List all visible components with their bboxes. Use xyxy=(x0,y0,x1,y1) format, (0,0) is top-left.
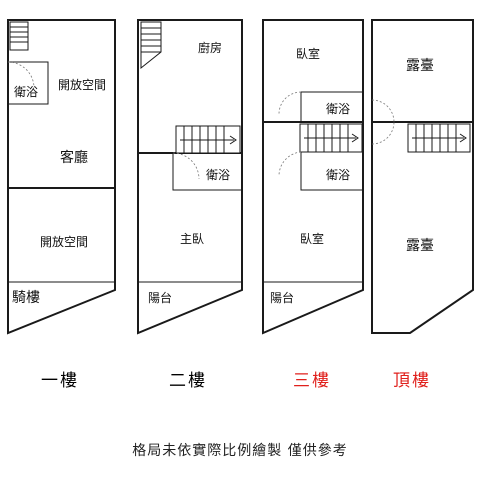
room-label-f2-balcony: 陽台 xyxy=(148,290,172,305)
room-label-f1-living: 客廳 xyxy=(60,149,88,166)
room-label-f3-balcony: 陽台 xyxy=(270,290,294,305)
room-label-f2-bath: 衛浴 xyxy=(206,168,230,182)
floor-label-1f: 一樓 xyxy=(41,371,79,391)
room-label-f2-master: 主臥 xyxy=(180,232,204,246)
room-label-f1-open-bottom: 開放空間 xyxy=(40,234,88,249)
room-label-f1-bath: 衛浴 xyxy=(14,85,38,99)
room-label-roof-terrace-bottom: 露臺 xyxy=(406,238,434,254)
floor-plan-2f: 廚房 衛浴 主臥 陽台 xyxy=(137,19,243,335)
room-label-roof-terrace-top: 露臺 xyxy=(406,58,434,74)
floor-label-2f: 二樓 xyxy=(169,371,207,391)
room-label-f3-bedroom-bottom: 臥室 xyxy=(300,231,324,246)
room-label-f1-arcade: 騎樓 xyxy=(12,290,40,306)
room-label-f3-bedroom-top: 臥室 xyxy=(296,46,320,61)
floor-label-roof: 頂樓 xyxy=(393,371,431,391)
floor-plan-1f: 衛浴 開放空間 客廳 開放空間 騎樓 xyxy=(7,19,116,335)
floor-label-3f: 三樓 xyxy=(293,371,331,391)
floor-plan-roof: 露臺 露臺 xyxy=(371,19,474,334)
footnote: 格局未依實際比例繪製 僅供參考 xyxy=(132,443,348,459)
room-label-f3-bath-mid: 衛浴 xyxy=(326,168,350,182)
room-label-f3-bath-top: 衛浴 xyxy=(326,102,350,116)
floor-plan-3f: 臥室 衛浴 衛浴 臥室 陽台 xyxy=(262,19,364,335)
room-label-f2-kitchen: 廚房 xyxy=(198,40,222,55)
room-label-f1-open-top: 開放空間 xyxy=(58,77,106,92)
